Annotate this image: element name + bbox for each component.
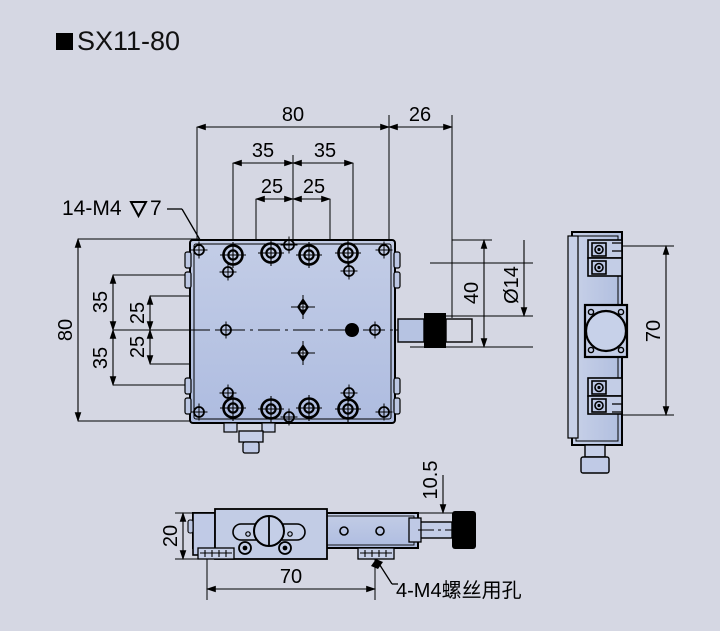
dim-25-top-left-label: 25 <box>261 176 283 198</box>
dim-35-top-right-label: 35 <box>314 140 336 162</box>
page-title-text: SX11-80 <box>77 26 181 56</box>
stage-plate <box>184 235 473 454</box>
dim-20-front: 20 <box>160 511 205 561</box>
dim-25-left-lower-label: 25 <box>127 336 149 358</box>
front-hole-a <box>339 526 349 536</box>
front-view-group: 70 20 10.5 4-M4螺丝用孔 <box>160 461 522 602</box>
dim-25-left-lower: 25 <box>127 328 154 366</box>
dim-25-top-right: 25 <box>291 176 332 203</box>
dim-35-left-lower-label: 35 <box>90 347 112 369</box>
micrometer-assembly <box>397 313 473 348</box>
dim-80-left-label: 80 <box>55 319 77 341</box>
foot-left <box>223 422 238 433</box>
dim-70-front-label: 70 <box>280 566 302 588</box>
side-bottom-block <box>587 377 623 415</box>
dim-70-front: 70 <box>205 559 377 600</box>
dim-70-side: 70 <box>622 244 674 417</box>
callout-14m4-label: 14-M4 <box>62 197 122 220</box>
top-view-group: 80 26 35 35 25 25 <box>55 104 533 454</box>
micrometer-knob <box>424 313 446 348</box>
front-adjust-screw <box>232 515 306 547</box>
dim-26-top-label: 26 <box>409 104 431 126</box>
dim-25-left-upper: 25 <box>127 294 154 332</box>
square-bullet-icon <box>56 33 73 50</box>
front-micrometer <box>408 511 476 549</box>
dim-25-left-upper-label: 25 <box>127 302 149 324</box>
side-notch-details <box>612 242 623 413</box>
dim-35-left-upper-label: 35 <box>90 291 112 313</box>
dim-80-top: 80 <box>195 104 391 131</box>
dim-105-front-label: 10.5 <box>420 461 442 500</box>
bottom-knob <box>238 430 264 454</box>
dim-35-top-left: 35 <box>231 140 295 167</box>
dim-35-top-right: 35 <box>291 140 355 167</box>
callout-4m4: 4-M4螺丝用孔 <box>371 558 522 602</box>
dim-105-front: 10.5 <box>415 461 460 515</box>
callout-14m4-depth-label: 7 <box>150 197 162 220</box>
dim-35-top-left-label: 35 <box>252 140 274 162</box>
dim-20-front-label: 20 <box>160 525 182 547</box>
dim-35-left-lower: 35 <box>90 328 117 387</box>
callout-4m4-label: 4-M4螺丝用孔 <box>396 579 522 602</box>
dim-80-left: 80 <box>55 237 82 423</box>
page-title: SX11-80 <box>56 26 180 57</box>
center-dot <box>345 323 359 337</box>
front-micrometer-knob <box>452 511 476 549</box>
dim-35-left-upper: 35 <box>90 273 117 332</box>
dim-dia14-right-label: Ø14 <box>501 266 523 304</box>
side-bottom-knob <box>580 444 610 474</box>
dim-26-top: 26 <box>387 104 454 131</box>
dim-70-side-label: 70 <box>643 320 665 342</box>
dim-40-right: 40 <box>452 238 492 349</box>
foot-right <box>261 422 276 433</box>
dim-40-right-label: 40 <box>461 282 483 304</box>
front-bottom-rails <box>197 547 395 560</box>
dim-80-top-label: 80 <box>282 104 304 126</box>
center-pins <box>290 294 359 366</box>
front-hole-b <box>375 526 385 536</box>
dim-25-top-right-label: 25 <box>303 176 325 198</box>
dim-dia14-right: Ø14 <box>501 240 528 318</box>
side-view-group: 70 <box>567 231 674 474</box>
side-top-block <box>587 239 623 277</box>
dim-25-top-left: 25 <box>254 176 295 203</box>
side-center-bearing <box>583 303 629 359</box>
